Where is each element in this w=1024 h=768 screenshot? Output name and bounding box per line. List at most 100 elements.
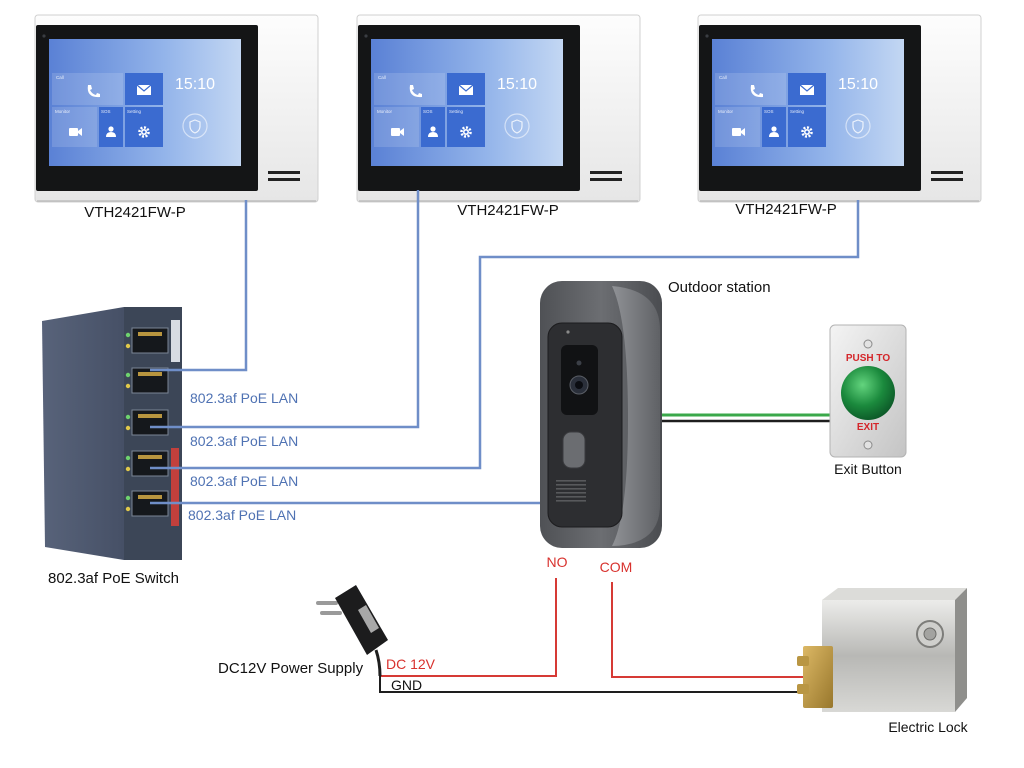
lock-top-face	[822, 588, 967, 600]
lock-mount-bracket	[803, 646, 833, 708]
gear-icon	[801, 126, 813, 138]
shield-icon	[182, 113, 208, 139]
switch-port	[125, 367, 169, 394]
video-camera-icon	[391, 128, 404, 136]
link-led-icon	[125, 332, 131, 338]
front-camera-icon	[364, 34, 368, 38]
lan-link-label-1: 802.3af PoE LAN	[190, 390, 298, 406]
switch-side-face	[42, 307, 124, 560]
dc-12v-label: DC 12V	[386, 656, 436, 672]
adapter-cord	[374, 649, 382, 677]
switch-label: 802.3af PoE Switch	[48, 570, 179, 587]
ground-wire	[379, 676, 805, 693]
home-tiles	[374, 73, 485, 147]
electric-lock-label: Electric Lock	[888, 719, 968, 735]
lock-bolt	[797, 684, 809, 694]
adapter-sticker	[358, 605, 379, 633]
lan-cables	[150, 190, 860, 505]
sos-tile-label: SOS	[764, 109, 774, 114]
setting-tile	[788, 107, 826, 147]
call-button	[562, 431, 586, 469]
phone-icon	[750, 85, 763, 98]
switch-port	[125, 327, 169, 354]
poe-led-icon	[125, 383, 131, 389]
gear-icon	[460, 126, 472, 138]
no-to-supply-wire	[380, 578, 557, 677]
setting-tile-label: Setting	[127, 109, 142, 114]
video-camera-icon	[732, 128, 745, 136]
com-to-lock-wire	[611, 582, 805, 678]
exit-button-label: Exit Button	[834, 461, 902, 477]
front-camera-icon	[42, 34, 46, 38]
plug-pin	[320, 611, 342, 615]
camera-lens-core	[575, 381, 583, 389]
shield-icon	[845, 113, 871, 139]
exit-text: EXIT	[857, 422, 879, 433]
indoor-monitor: Call Monitor SOS Setting 15:10	[356, 14, 641, 203]
outdoor-station-label: Outdoor station	[668, 279, 771, 296]
adapter-body	[335, 585, 388, 655]
setting-tile-label: Setting	[790, 109, 805, 114]
mail-icon	[136, 84, 152, 95]
clock-time: 15:10	[838, 76, 878, 93]
indoor-monitor: Call Monitor SOS Setting 15:10	[697, 14, 982, 203]
speaker-grille	[590, 171, 622, 181]
front-camera-icon	[705, 34, 709, 38]
call-tile	[715, 73, 786, 105]
monitor-tile-label: Monitor	[55, 109, 71, 114]
ir-light-icon	[576, 360, 582, 366]
speaker-slot	[268, 178, 300, 181]
video-camera-icon	[69, 128, 82, 136]
power-wires	[374, 578, 805, 693]
top-screw-icon	[863, 339, 873, 349]
exit-button-wires	[660, 413, 832, 423]
monitor-tile	[374, 107, 419, 147]
sos-tile-label: SOS	[423, 109, 433, 114]
home-tiles	[52, 73, 163, 147]
lan-cable-monitor-2	[150, 190, 420, 429]
gear-icon	[138, 126, 150, 138]
mail-icon	[799, 84, 815, 95]
monitor-tile-label: Monitor	[377, 109, 393, 114]
call-tile-label: Call	[378, 75, 386, 80]
monitor-1-model-label: VTH2421FW-P	[84, 204, 185, 221]
call-tile-label: Call	[719, 75, 727, 80]
mail-icon	[458, 84, 474, 95]
green-dome-button	[841, 366, 895, 420]
clock-time: 15:10	[497, 76, 537, 93]
link-led-icon	[125, 495, 131, 501]
person-icon	[769, 126, 779, 137]
monitor-tile	[715, 107, 760, 147]
monitor-tile-label: Monitor	[718, 109, 734, 114]
power-supply-label: DC12V Power Supply	[218, 660, 364, 677]
switch-port	[125, 409, 169, 436]
lan-cable-monitor-3	[150, 200, 860, 470]
lock-right-face	[955, 588, 967, 712]
call-tile-label: Call	[56, 75, 64, 80]
speaker-grille	[268, 171, 300, 181]
setting-tile	[125, 107, 163, 147]
person-icon	[106, 126, 116, 137]
poe-led-icon	[125, 343, 131, 349]
key-cylinder-core	[923, 627, 937, 641]
poe-led-icon	[125, 425, 131, 431]
lock-front-face	[822, 600, 955, 712]
poe-switch	[42, 307, 182, 560]
switch-top-label-strip	[171, 320, 180, 362]
link-led-icon	[125, 372, 131, 378]
gnd-label: GND	[391, 677, 422, 693]
monitor-3-model-label: VTH2421FW-P	[735, 201, 836, 218]
setting-tile-label: Setting	[449, 109, 464, 114]
monitor-tile	[52, 107, 97, 147]
station-side-cover	[612, 286, 660, 546]
switch-poe-stripe	[171, 448, 179, 526]
bottom-screw-icon	[863, 440, 873, 450]
relay-com-label: COM	[600, 559, 633, 575]
sos-tile-label: SOS	[101, 109, 111, 114]
microphone-icon	[566, 330, 570, 334]
link-led-icon	[125, 455, 131, 461]
clock-time: 15:10	[175, 76, 215, 93]
plug-pin	[316, 601, 338, 605]
switch-port	[125, 450, 169, 477]
lan-link-label-4: 802.3af PoE LAN	[188, 507, 296, 523]
